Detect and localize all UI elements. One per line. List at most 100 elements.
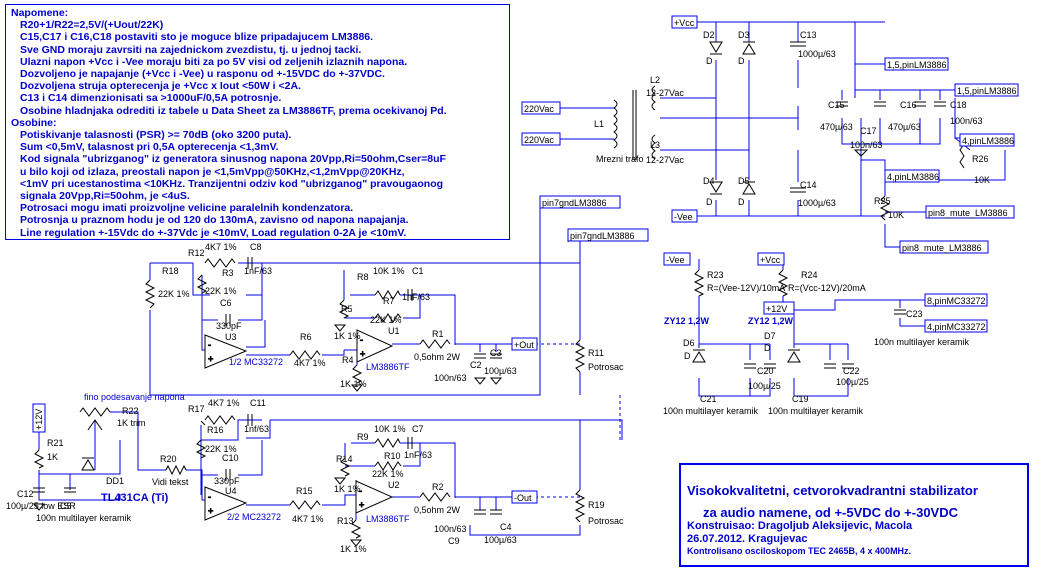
mains-in1-flag — [521, 101, 561, 115]
c21-value: 100n multilayer keramik — [663, 406, 759, 416]
c2-value: 100n/63 — [434, 373, 467, 383]
d3-label: D3 — [738, 30, 750, 40]
c21-label: C21 — [700, 394, 717, 404]
r16-label: R16 — [207, 425, 224, 435]
vee-flag — [671, 209, 698, 223]
svg-text:-: - — [208, 492, 211, 502]
pin7-a-flag — [539, 195, 621, 209]
u2-type: LM3886TF — [366, 514, 410, 524]
r9-value: 10K 1% — [374, 424, 406, 434]
c15-label: C15 — [828, 100, 845, 110]
r18-label: R18 — [162, 266, 179, 276]
r3-value: 22K 1% — [205, 286, 237, 296]
u1-label: U1 — [388, 326, 400, 336]
r11-value: Potrosac — [588, 362, 624, 372]
c13-label: C13 — [800, 30, 817, 40]
r25-value: 10K — [888, 210, 904, 220]
r14-label: R14 — [336, 454, 353, 464]
osobina-line: Line regulation +-15Vdc do +-37Vdc je <1… — [20, 226, 407, 239]
lower-channel-wiring — [38, 395, 623, 536]
designer-line: Konstruisao: Dragoljub Aleksijevic, Maco… — [687, 520, 913, 532]
title-line2: za audio namene, od +-5VDC do +-30VDC — [703, 505, 958, 520]
d7-type: D — [764, 343, 771, 353]
napomena-line: Dozvoljena struja opterecenja je +Vcc x … — [20, 80, 301, 93]
c13-value: 1000µ/63 — [798, 49, 836, 59]
minus-out-label: -Out — [514, 493, 532, 503]
r6-value: 4K7 1% — [294, 358, 326, 368]
lower-channel-parts: - + - + — [32, 407, 586, 547]
vcc-label: +Vcc — [674, 18, 695, 28]
c1-label: C1 — [412, 266, 424, 276]
osobina-line: Potiskivanje talasnosti (PSR) >= 70dB (o… — [20, 129, 292, 142]
title-block: Visokokvalitetni, cetvorokvadrantni stab… — [679, 463, 1029, 567]
r13-label: R13 — [337, 516, 354, 526]
plus-out-label: +Out — [514, 340, 534, 350]
ref-vcc-flag — [757, 252, 785, 266]
zener2-label: ZY12 1,2W — [748, 316, 794, 326]
r8-label: R8 — [357, 272, 369, 282]
pin7-b-label: pin7gndLM3886 — [570, 231, 635, 241]
net-15-a-flag — [884, 57, 949, 71]
r2-value: 0,5ohm 2W — [414, 505, 461, 515]
r7-label: R7 — [383, 296, 395, 306]
r22-label: R22 — [122, 406, 139, 416]
svg-text:+: + — [208, 506, 213, 516]
net-4-mc-flag — [924, 319, 988, 333]
r11-label: R11 — [588, 348, 604, 358]
r25-label: R25 — [874, 196, 891, 206]
u4-label: U4 — [225, 486, 237, 496]
napomena-line: Dozvoljeno je napajanje (+Vcc i -Vee) u … — [20, 68, 385, 81]
minus-out-flag[interactable] — [511, 490, 538, 504]
c23-label: C23 — [906, 309, 923, 319]
c12-label: C12 — [17, 489, 34, 499]
r4-value: 1K 1% — [340, 379, 367, 389]
net-4-mc-label: 4,pinMC33272 — [927, 322, 986, 332]
osobina-line: signala 20Vpp,Ri=50ohm, je <4uS. — [20, 190, 190, 203]
u2-label: U2 — [388, 480, 400, 490]
vee-label: -Vee — [674, 212, 693, 222]
osobina-line: u bilo koji od izlaza, preostali napon j… — [20, 165, 405, 178]
d2-type: D — [706, 56, 713, 66]
r26-label: R26 — [972, 154, 989, 164]
c4-value: 100µ/63 — [484, 535, 517, 545]
r17-label: R17 — [188, 404, 205, 414]
power-supply-section — [560, 21, 1006, 248]
c6-value: 330pF — [216, 321, 242, 331]
c7-label: C7 — [412, 424, 424, 434]
verification-line: Kontrolisano osciloskopom TEC 2465B, 4 x… — [687, 546, 912, 556]
c19-value: 100n multilayer keramik — [768, 406, 864, 416]
c10-value: 330pF — [214, 476, 240, 486]
reference-parts — [692, 269, 906, 369]
r17-value: 4K7 1% — [208, 398, 240, 408]
net-15-b-flag — [954, 83, 1019, 97]
net-mute-b-label: pin8_mute_LM3886 — [902, 243, 982, 253]
net-mute-a-flag — [925, 205, 1015, 219]
u3-type: 1/2 MC33272 — [229, 357, 283, 367]
c14-value: 1000µ/63 — [798, 198, 836, 208]
c14-label: C14 — [800, 180, 817, 190]
reference-section — [698, 259, 925, 397]
fino-label: fino podesavanje napona — [84, 392, 185, 402]
osobina-line: Potrosnja u praznom hodu je od 120 do 13… — [20, 214, 409, 227]
d5-label: D5 — [738, 176, 750, 186]
c3-label: C3 — [490, 348, 502, 358]
l2-value: 12-27Vac — [646, 88, 684, 98]
lower-p12-label: +12V — [34, 409, 44, 430]
r15-label: R15 — [296, 486, 313, 496]
osobine-title: Osobine: — [11, 116, 57, 129]
c8-label: C8 — [250, 242, 262, 252]
r15-value: 4K7 1% — [292, 514, 324, 524]
d7-label: D7 — [764, 331, 776, 341]
napomena-line: Osobine hladnjaka odrediti iz tabele u D… — [20, 104, 447, 117]
net-8-mc-label: 8,pinMC33272 — [927, 296, 986, 306]
plus-out-flag[interactable] — [511, 337, 538, 351]
r24-label: R24 — [801, 270, 818, 280]
r5-label: R5 — [341, 304, 353, 314]
ref-vee-label: -Vee — [666, 255, 685, 265]
r3-label: R3 — [222, 268, 234, 278]
dd1-type: TL431CA (Ti) — [101, 492, 169, 504]
upper-channel-parts: - + - + — [144, 257, 586, 392]
notes-block: Napomene: R20+1/R22=2,5V/(+Uout/22K) C15… — [5, 4, 510, 240]
net-4-b-label: 4,pinLM3886 — [887, 172, 939, 182]
svg-text:-: - — [359, 486, 362, 496]
